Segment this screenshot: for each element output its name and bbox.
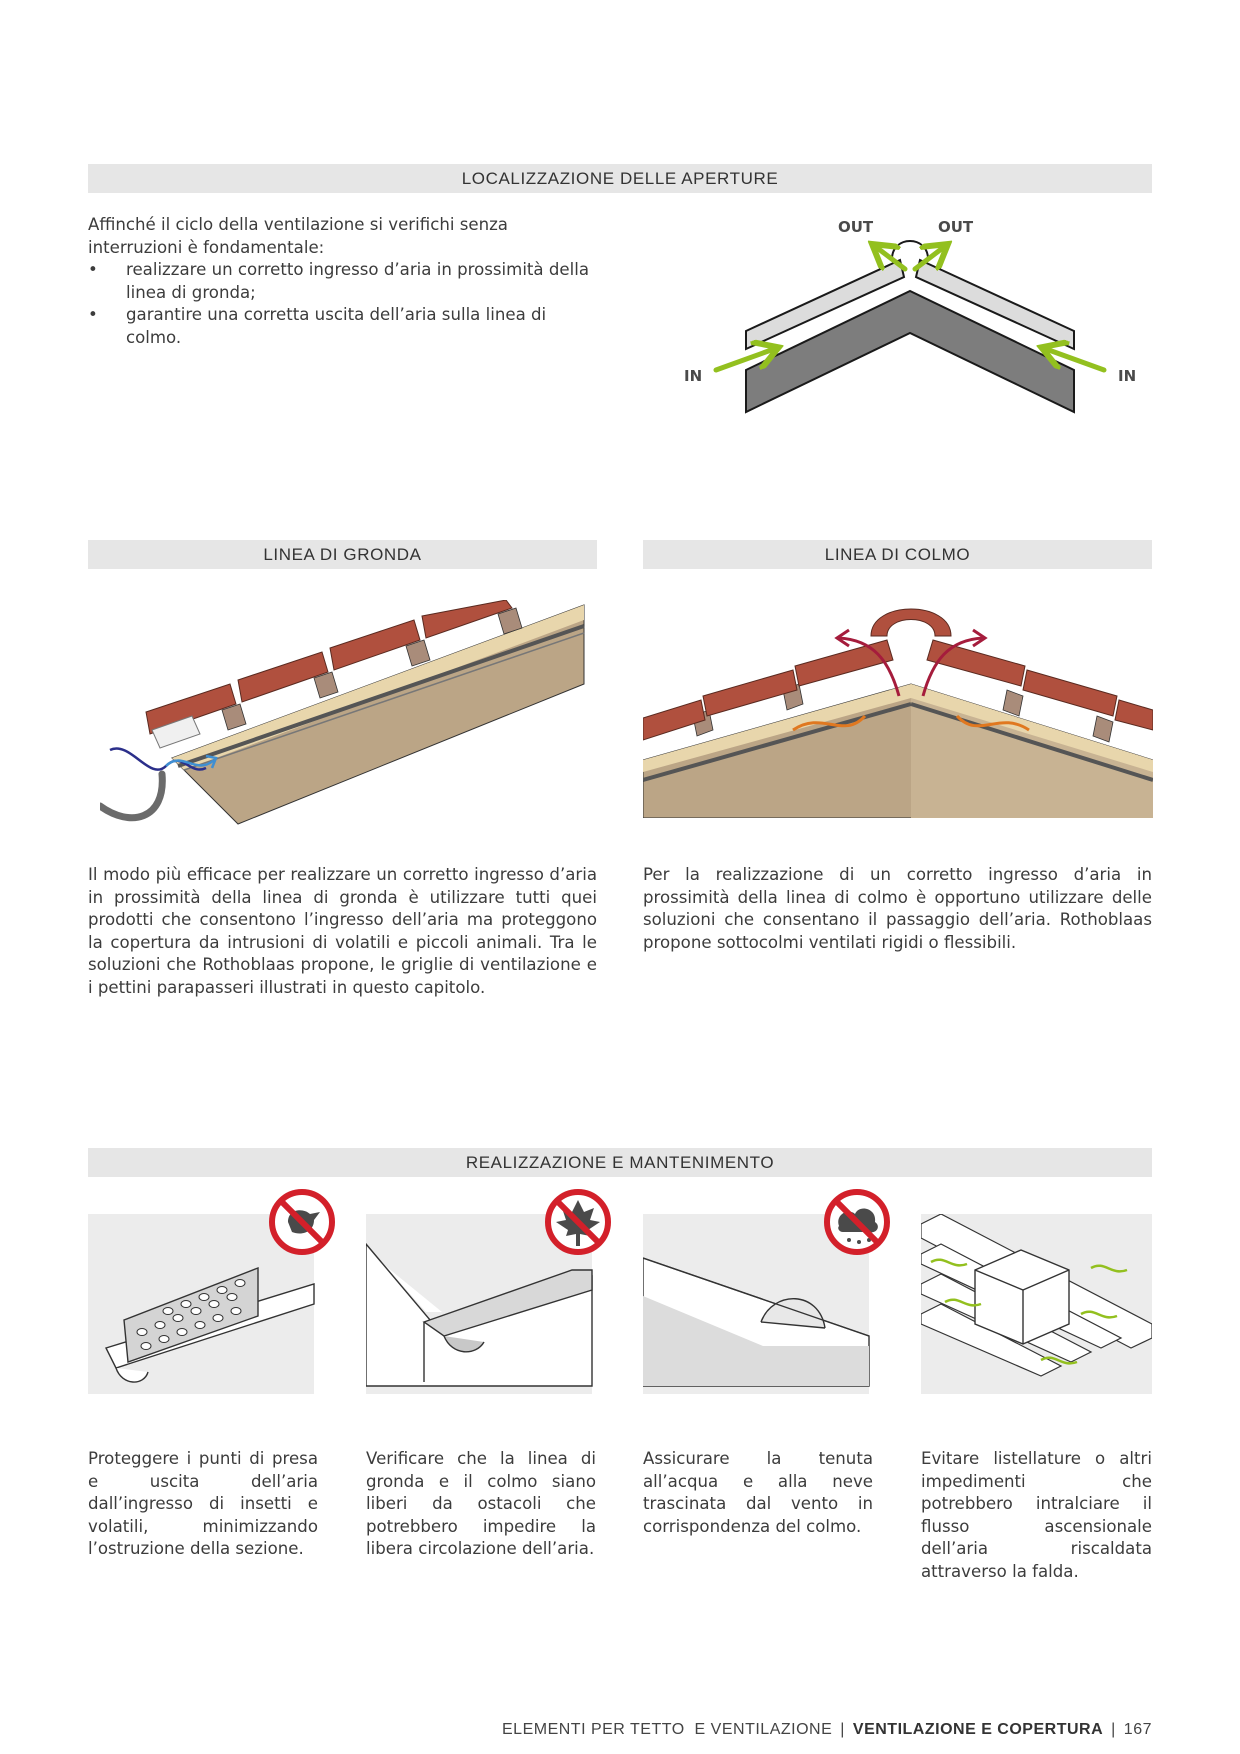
openings-bullet-1: realizzare un corretto ingresso d’aria i…: [88, 259, 592, 304]
roof-ventilation-diagram: OUT OUT IN IN: [684, 218, 1136, 414]
page-footer: ELEMENTI PER TETTO E VENTILAZIONE | VENTIL…: [502, 1721, 1152, 1739]
eave-illustration: [100, 600, 585, 825]
arrow-out-right: [912, 247, 944, 272]
openings-intro: Affinché il ciclo della ventilazione si …: [88, 215, 508, 257]
arrow-in-left: [713, 349, 774, 373]
maintenance-text-1: Proteggere i punti di presa e uscita del…: [88, 1449, 318, 1559]
openings-bullet-2: garantire una corretta uscita dell’aria …: [88, 304, 592, 349]
no-snow-icon: [824, 1189, 890, 1255]
label-in-right: IN: [1118, 367, 1136, 385]
openings-text: Affinché il ciclo della ventilazione si …: [88, 214, 592, 350]
openings-bullet-list: realizzare un corretto ingresso d’aria i…: [88, 259, 592, 349]
roof-deck-shape: [745, 289, 1075, 414]
page-number: 167: [1123, 1721, 1152, 1738]
ridge-illustration: [643, 608, 1153, 818]
maintenance-panel-4: [921, 1214, 1152, 1377]
label-in-left: IN: [684, 367, 702, 385]
gronda-text: Il modo più efficace per realizzare un c…: [88, 865, 597, 997]
maintenance-panel-2: [366, 1189, 611, 1387]
footer-category: ELEMENTI PER TETTO E VENTILAZIONE: [502, 1721, 833, 1738]
colmo-text: Per la realizzazione di un corretto ingr…: [643, 865, 1152, 952]
footer-separator-2: |: [1111, 1721, 1116, 1738]
arrow-in-right: [1046, 349, 1107, 373]
maintenance-text-3: Assicurare la tenuta all’acqua e alla ne…: [643, 1449, 873, 1536]
roof-cover-left-shape: [745, 258, 906, 351]
section-title-openings: LOCALIZZAZIONE DELLE APERTURE: [88, 164, 1152, 193]
no-bird-icon: [269, 1189, 335, 1255]
no-leaf-icon: [545, 1189, 611, 1255]
maintenance-text-4: Evitare listellature o altri impedimenti…: [921, 1449, 1152, 1581]
label-out-left: OUT: [838, 218, 874, 236]
roof-cover-right-shape: [914, 258, 1075, 351]
maintenance-panel-3: [643, 1189, 890, 1387]
maintenance-panel-1: [105, 1189, 335, 1383]
label-out-right: OUT: [938, 218, 974, 236]
maintenance-text-2: Verificare che la linea di gronda e il c…: [366, 1449, 596, 1559]
section-title-colmo: LINEA DI COLMO: [643, 540, 1152, 569]
footer-separator: |: [840, 1721, 845, 1738]
section-title-maintenance: REALIZZAZIONE E MANTENIMENTO: [88, 1148, 1152, 1177]
section-title-gronda: LINEA DI GRONDA: [88, 540, 597, 569]
arrow-out-left: [876, 247, 908, 272]
footer-chapter: VENTILAZIONE E COPERTURA: [852, 1721, 1104, 1738]
